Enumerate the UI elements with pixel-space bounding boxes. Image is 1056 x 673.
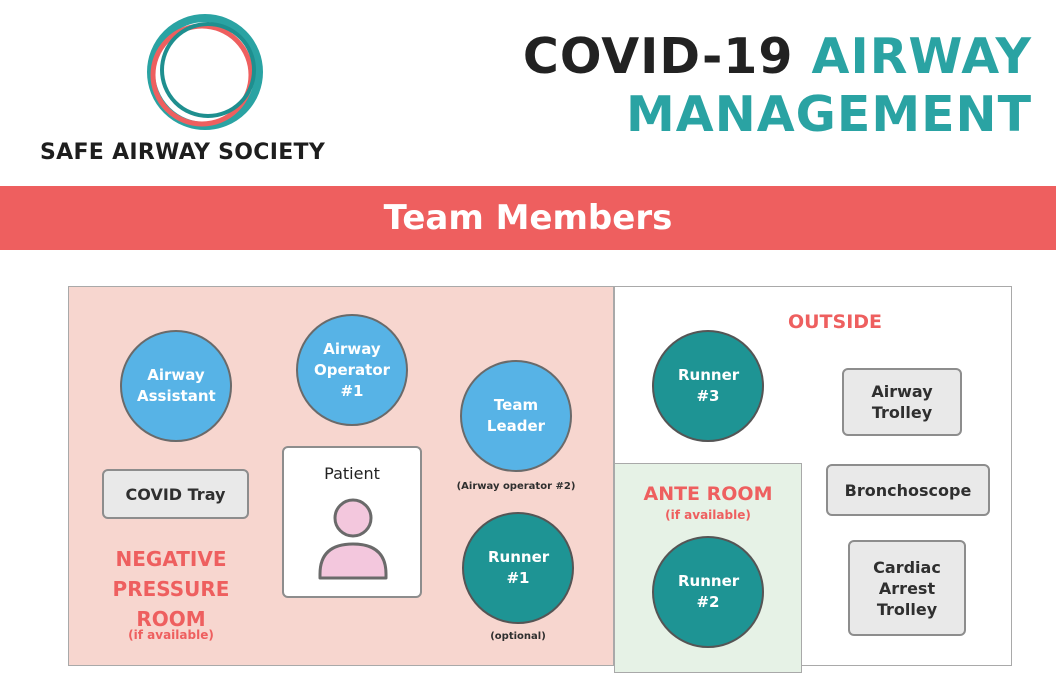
- covid-tray: COVID Tray: [102, 469, 249, 519]
- negative-room-line1: NEGATIVE: [115, 547, 227, 571]
- airway-assistant-circle: Airway Assistant: [120, 330, 232, 442]
- team-leader-note: (Airway operator #2): [456, 481, 576, 492]
- title-line2: MANAGEMENT: [626, 86, 1032, 143]
- airway-assistant-label: Airway Assistant: [137, 366, 216, 405]
- team-leader-circle: Team Leader: [460, 360, 572, 472]
- negative-room-note: (if available): [128, 628, 214, 642]
- bronchoscope: Bronchoscope: [826, 464, 990, 516]
- org-name: SAFE AIRWAY SOCIETY: [40, 140, 326, 165]
- runner-3-circle: Runner #3: [652, 330, 764, 442]
- bronchoscope-label: Bronchoscope: [844, 480, 972, 500]
- airway-operator-label: Airway Operator #1: [313, 339, 391, 400]
- outside-label: OUTSIDE: [787, 311, 883, 333]
- runner-2-circle: Runner #2: [652, 536, 764, 648]
- patient-label: Patient: [324, 464, 380, 483]
- runner-3-label: Runner #3: [678, 366, 740, 405]
- ante-room-label: ANTE ROOM: [643, 483, 773, 505]
- negative-room-label: NEGATIVE PRESSURE ROOM: [96, 544, 246, 634]
- title-part1: COVID-19: [522, 28, 794, 85]
- person-icon: [318, 498, 388, 580]
- title-part2: AIRWAY: [811, 28, 1032, 85]
- page-title: COVID-19 AIRWAY MANAGEMENT: [523, 28, 1032, 144]
- logo-ring-icon: [147, 14, 263, 130]
- negative-room-line3: ROOM: [136, 607, 206, 631]
- section-banner: Team Members: [0, 186, 1056, 250]
- banner-text: Team Members: [383, 198, 673, 238]
- ante-room-note: (if available): [665, 508, 751, 522]
- airway-trolley: Airway Trolley: [842, 368, 962, 436]
- airway-operator-circle: Airway Operator #1: [296, 314, 408, 426]
- negative-room-line2: PRESSURE: [112, 577, 230, 601]
- runner-1-circle: Runner #1: [462, 512, 574, 624]
- runner-1-label: Runner #1: [488, 548, 550, 587]
- cardiac-arrest-trolley: Cardiac Arrest Trolley: [848, 540, 966, 636]
- cardiac-arrest-trolley-label: Cardiac Arrest Trolley: [873, 557, 941, 619]
- airway-trolley-label: Airway Trolley: [871, 382, 933, 422]
- covid-tray-label: COVID Tray: [125, 484, 226, 504]
- team-leader-label: Team Leader: [486, 396, 546, 435]
- runner-1-note: (optional): [490, 631, 546, 642]
- runner-2-label: Runner #2: [678, 572, 740, 611]
- patient-box: Patient: [282, 446, 422, 598]
